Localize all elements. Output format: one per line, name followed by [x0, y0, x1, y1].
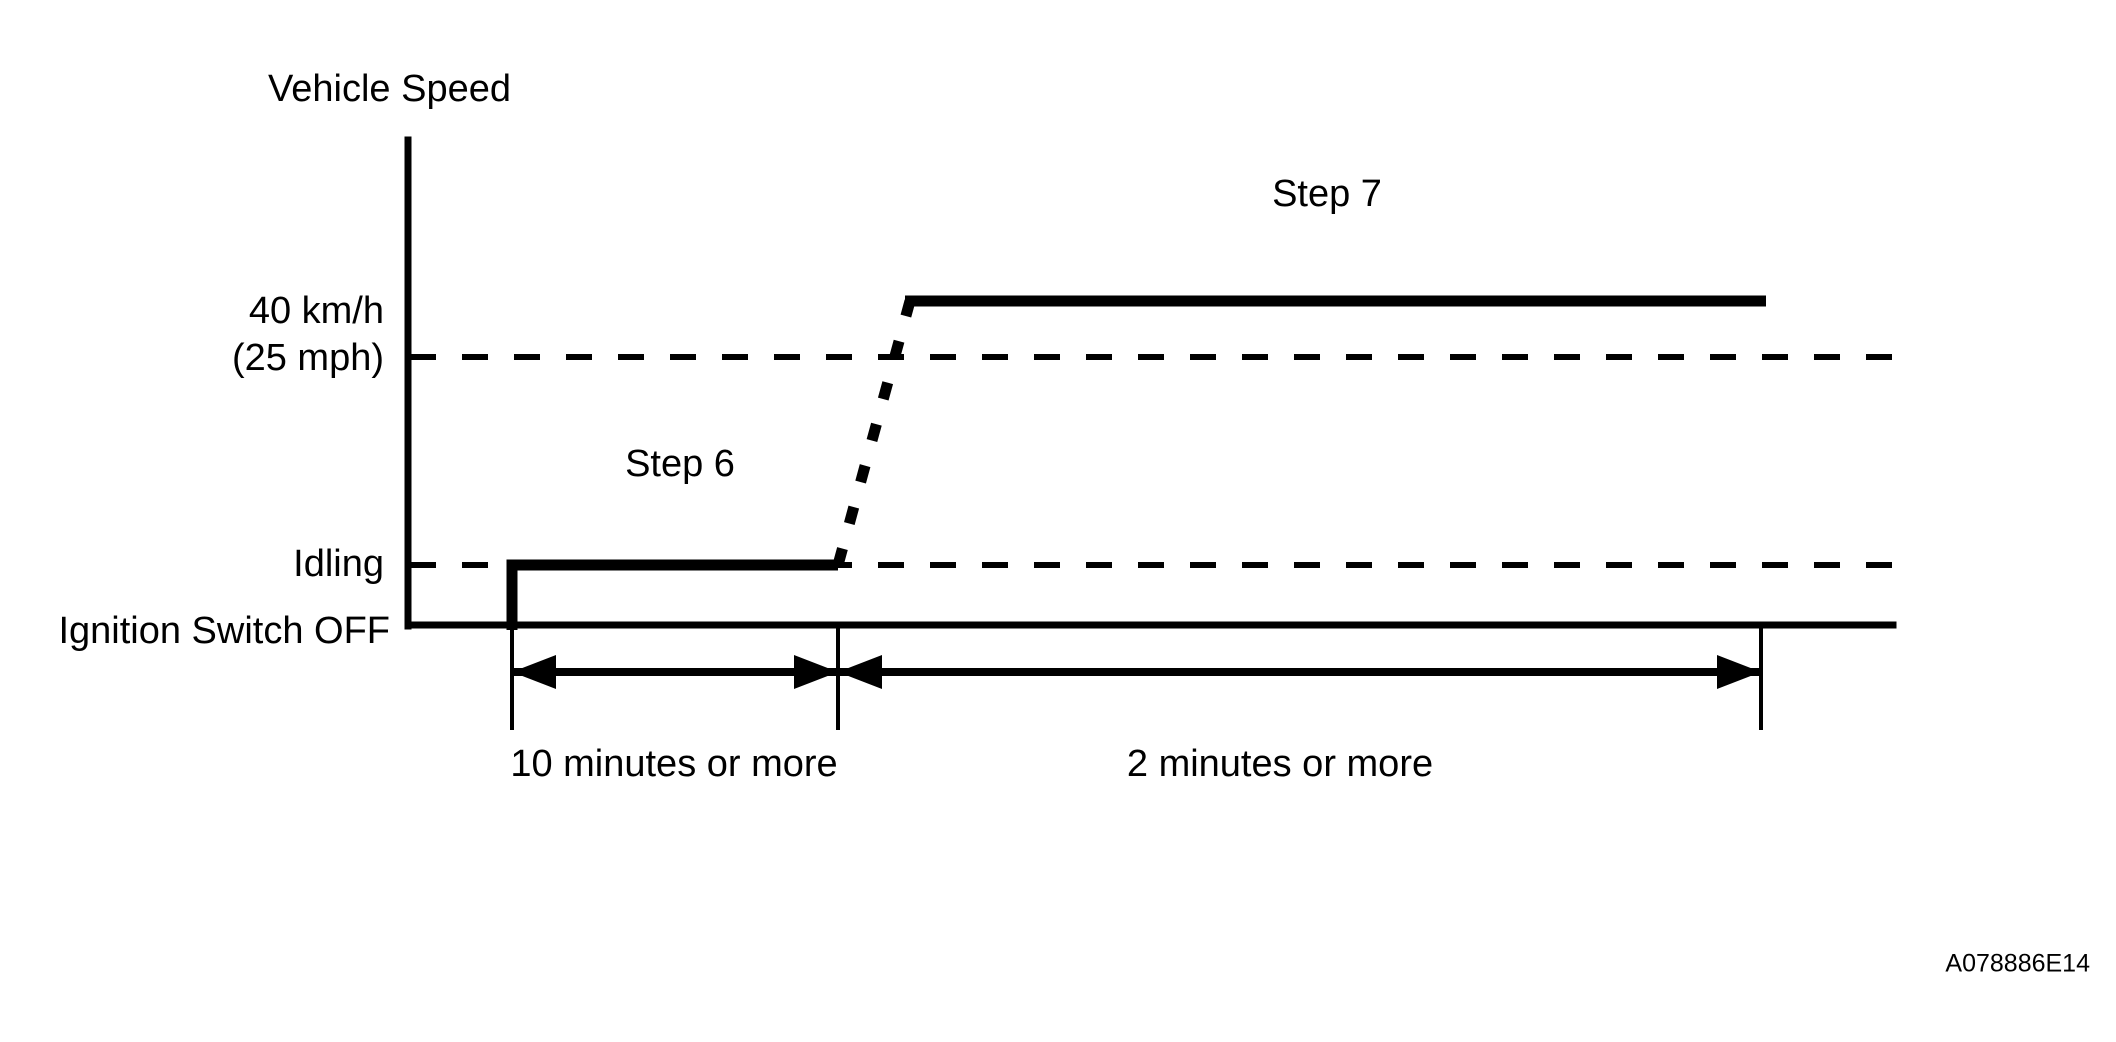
duration-1-arrowhead-right	[794, 655, 838, 689]
duration-1-arrowhead-left	[512, 655, 556, 689]
y-axis-title: Vehicle Speed	[268, 68, 511, 110]
reference-code: A078886E14	[1945, 950, 2090, 978]
step-7-annotation: Step 7	[1272, 173, 1382, 215]
speed-25-mph-label: (25 mph)	[232, 337, 384, 379]
ignition-switch-off-label: Ignition Switch OFF	[58, 610, 390, 652]
duration-2-arrowhead-right	[1717, 655, 1761, 689]
trace-acceleration-ramp	[832, 299, 916, 567]
duration-1-label: 10 minutes or more	[510, 743, 837, 785]
speed-40-kmh-label: 40 km/h	[249, 290, 384, 332]
duration-2-arrowhead-left	[838, 655, 882, 689]
idling-label: Idling	[293, 543, 384, 585]
duration-2-label: 2 minutes or more	[1127, 743, 1433, 785]
step-6-annotation: Step 6	[625, 443, 735, 485]
trace-step6-idle	[506, 559, 838, 630]
